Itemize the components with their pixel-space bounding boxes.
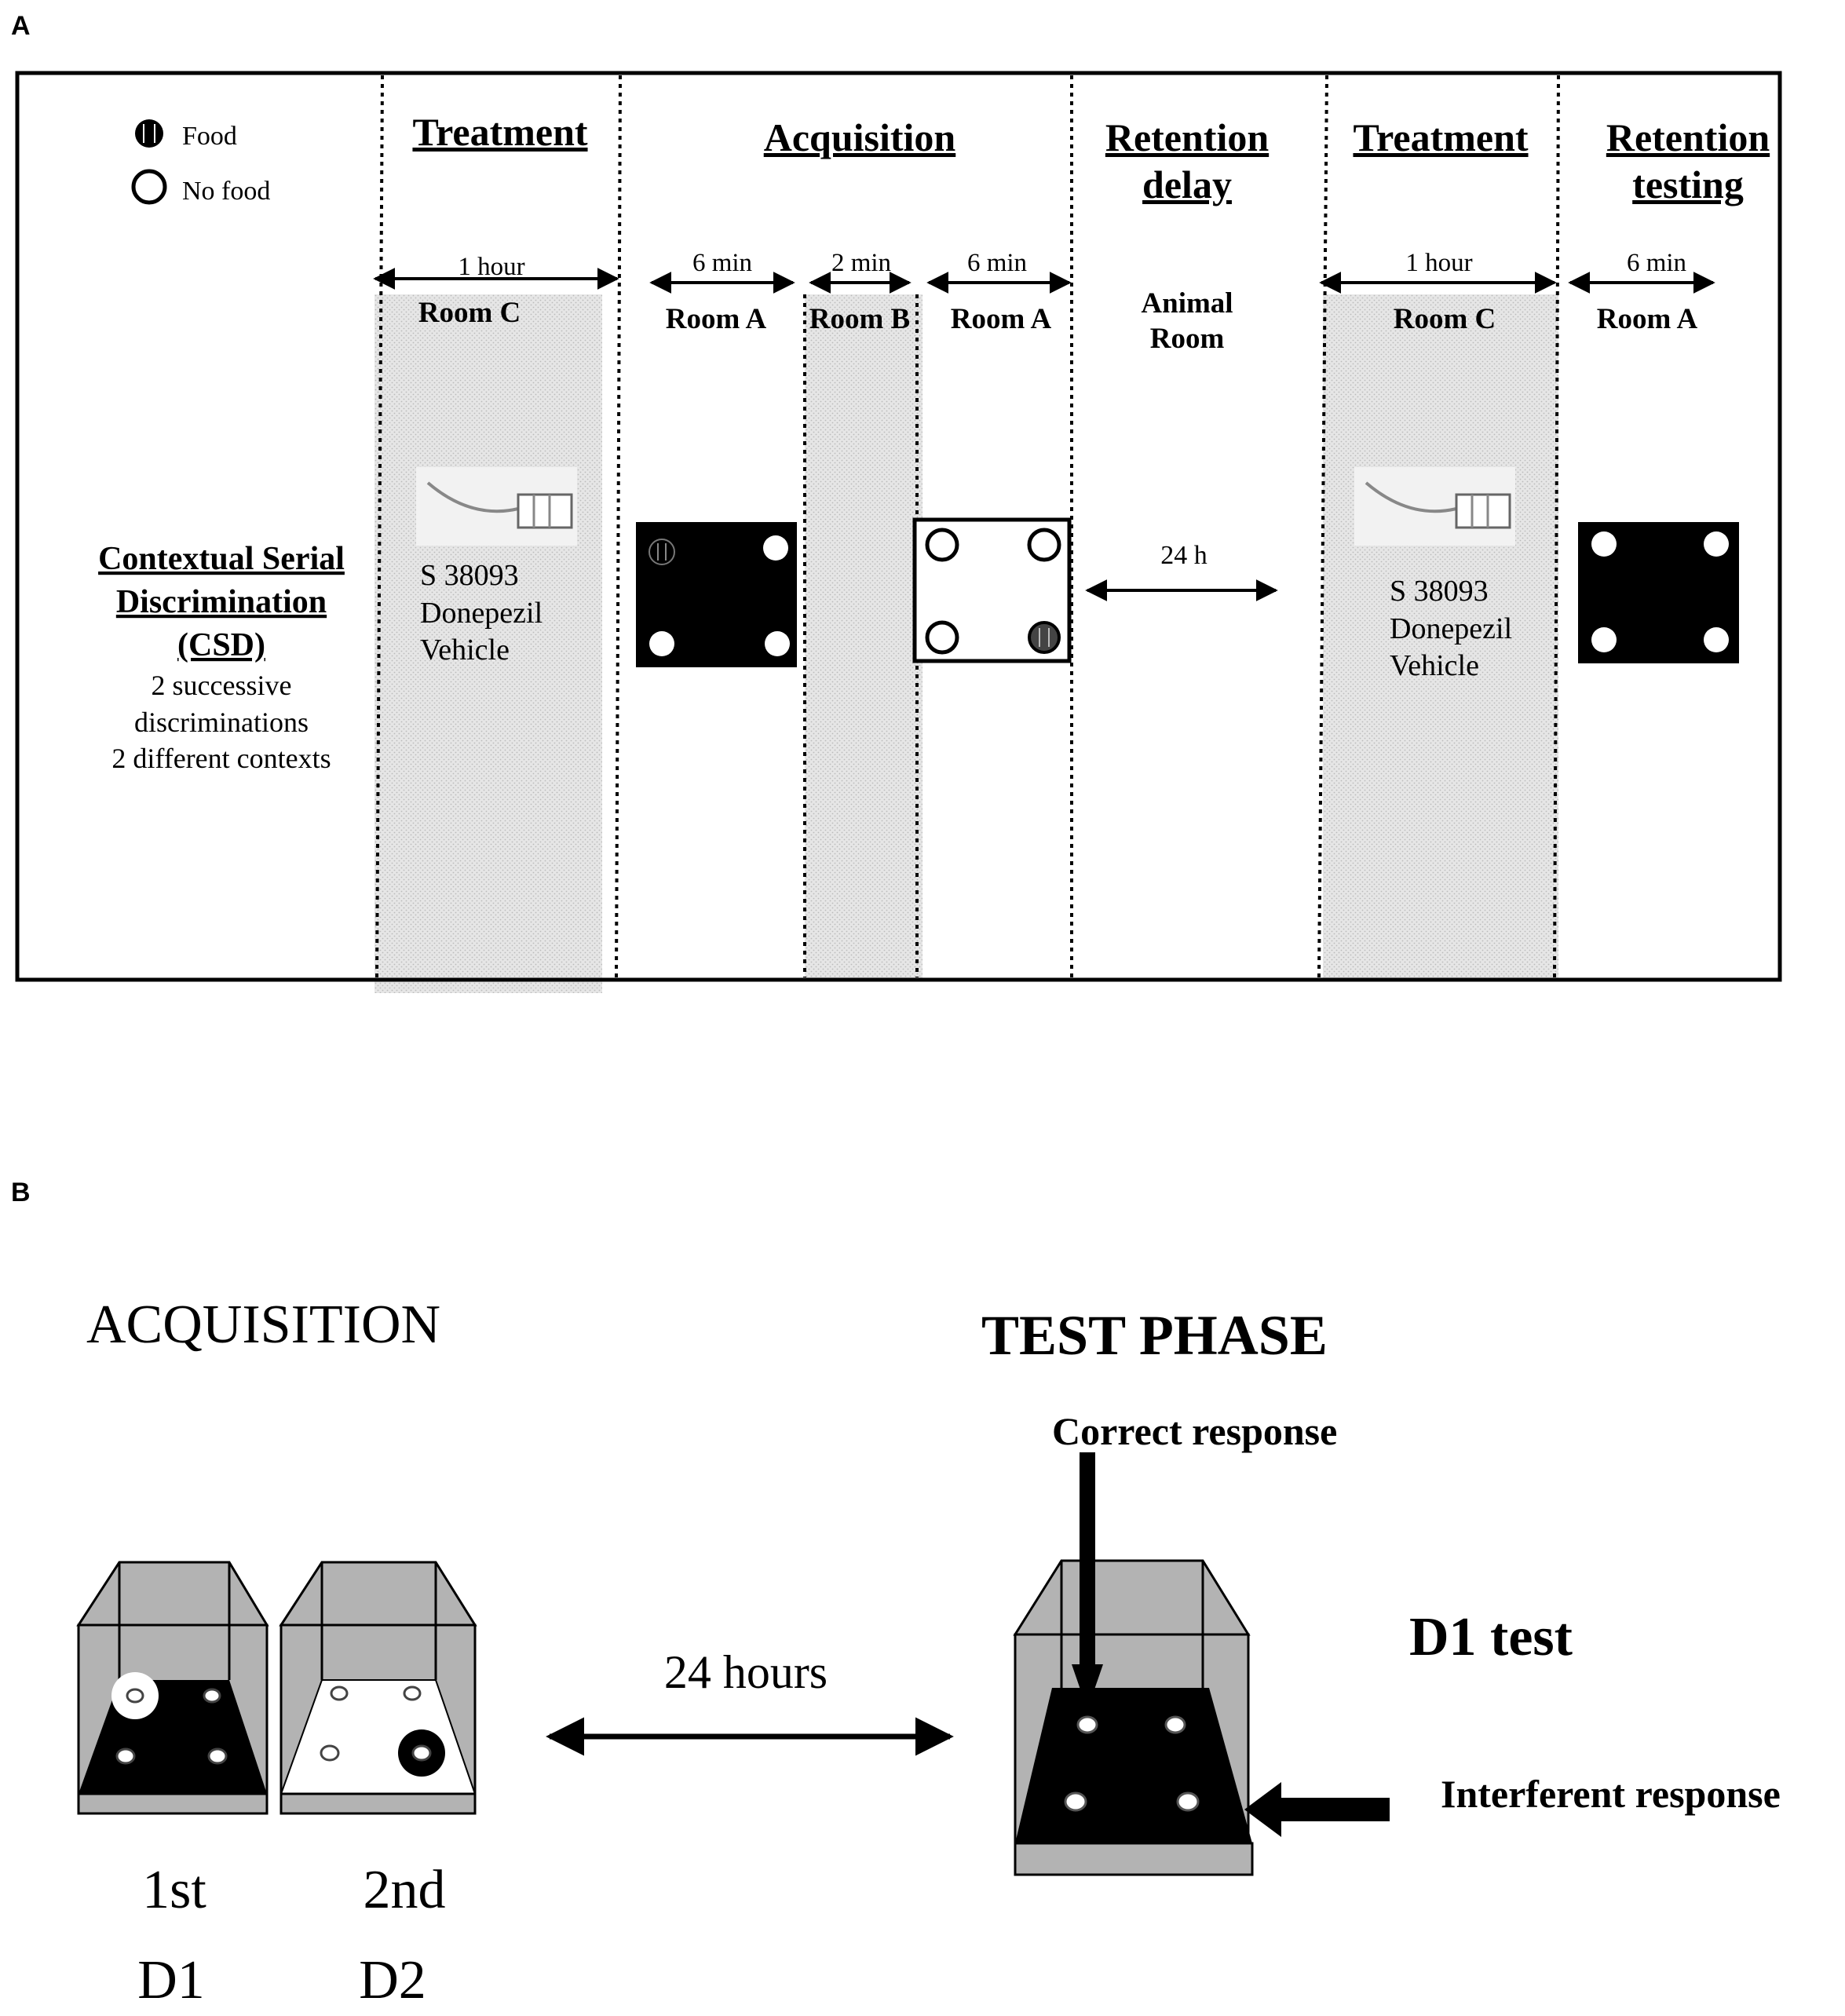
room-test: Room A	[1597, 303, 1698, 335]
retention-test-box	[1578, 522, 1739, 663]
task-title-2: Discrimination	[116, 584, 327, 620]
box2-order: 2nd	[364, 1860, 446, 1920]
test-box	[1013, 1559, 1254, 1876]
shade-treatment-1	[374, 294, 602, 993]
interferent-response-arrow	[1244, 1782, 1390, 1837]
acquisition-title: ACQUISITION	[86, 1295, 440, 1355]
shade-room-b	[805, 294, 922, 980]
panel-a-label: A	[11, 11, 31, 41]
box1-order: 1st	[142, 1860, 206, 1920]
panel-a: A Food No food Treatment	[11, 11, 1782, 993]
legend-no-food-label: No food	[182, 177, 270, 206]
box1-name: D1	[137, 1950, 205, 2011]
duration-test: 6 min	[1627, 249, 1686, 277]
duration-acq-b: 2 min	[831, 249, 891, 277]
shade-treatment-2	[1323, 294, 1558, 980]
duration-acq-a2: 6 min	[967, 249, 1027, 277]
food-hole-icon	[1028, 621, 1061, 654]
task-title-1: Contextual Serial	[98, 541, 345, 577]
hole-icon	[203, 1688, 221, 1704]
hole-icon	[925, 528, 959, 562]
legend: Food No food	[131, 119, 270, 206]
drug-2-0: S 38093	[1390, 575, 1489, 608]
room-t1: Room C	[418, 297, 521, 329]
hole-icon	[765, 631, 790, 656]
legend-food-label: Food	[182, 122, 237, 151]
header-treatment-1: Treatment	[412, 110, 587, 154]
test-phase-title: TEST PHASE	[981, 1304, 1328, 1367]
hole-icon	[115, 1748, 136, 1765]
duration-acq-a1: 6 min	[692, 249, 752, 277]
delay-label: 24 h	[1160, 541, 1207, 570]
task-desc-1: 2 successive	[152, 670, 292, 701]
header-retention-testing-1: Retention	[1606, 115, 1770, 159]
task-desc-2: discriminations	[134, 707, 309, 738]
acquisition-box-white	[912, 517, 1072, 663]
correct-response-label: Correct response	[1052, 1409, 1337, 1453]
drug-1-0: S 38093	[420, 559, 519, 592]
hole-icon	[320, 1744, 340, 1762]
room-acq-b: Room B	[809, 303, 910, 335]
duration-t1: 1 hour	[458, 253, 524, 281]
room-acq-a1: Room A	[666, 303, 767, 335]
panel-b-label: B	[11, 1178, 31, 1207]
duration-arrows	[373, 268, 1715, 294]
hole-icon	[1704, 627, 1729, 652]
delay-24h-label: 24 hours	[664, 1646, 828, 1698]
hole-icon	[925, 620, 959, 655]
hole-icon	[1164, 1715, 1186, 1734]
hole-icon	[1591, 531, 1617, 557]
room-animal-1: Animal	[1141, 287, 1233, 320]
room-acq-a2: Room A	[951, 303, 1052, 335]
header-retention-delay-2: delay	[1142, 163, 1232, 206]
drug-1-1: Donepezil	[420, 597, 543, 630]
box-d1	[76, 1561, 269, 1815]
box-d2	[279, 1561, 477, 1815]
hole-icon	[1591, 627, 1617, 652]
hole-icon	[1176, 1791, 1200, 1812]
header-retention-delay-1: Retention	[1105, 115, 1269, 159]
task-title-3: (CSD)	[177, 627, 265, 663]
column-dividers	[375, 75, 1560, 978]
hole-icon	[330, 1685, 349, 1701]
hole-icon	[207, 1748, 228, 1765]
food-icon	[135, 119, 163, 148]
no-food-icon	[131, 169, 167, 205]
panel-a-frame	[15, 71, 1782, 982]
syringe-icon-2	[1354, 467, 1515, 546]
box2-name: D2	[359, 1950, 426, 2011]
hole-icon	[1704, 531, 1729, 557]
drug-1-2: Vehicle	[420, 634, 510, 667]
interferent-response-label: Interferent response	[1441, 1772, 1781, 1816]
header-treatment-2: Treatment	[1353, 115, 1528, 159]
drug-2-1: Donepezil	[1390, 612, 1512, 645]
d1-test-label: D1 test	[1409, 1607, 1573, 1667]
correct-response-arrow	[1072, 1452, 1103, 1710]
acquisition-box-black	[636, 522, 797, 667]
hole-icon	[649, 631, 674, 656]
task-desc-3: 2 different contexts	[111, 743, 331, 774]
hole-icon	[1064, 1791, 1087, 1812]
room-animal-2: Room	[1150, 323, 1225, 355]
header-acquisition: Acquisition	[764, 115, 956, 159]
syringe-icon-1	[416, 467, 577, 546]
drug-2-2: Vehicle	[1390, 649, 1479, 682]
hole-icon	[1076, 1715, 1098, 1734]
header-retention-testing-2: testing	[1632, 163, 1744, 206]
hole-icon	[763, 535, 788, 561]
panel-b: B ACQUISITION TEST PHASE	[11, 1178, 1781, 2011]
duration-t2: 1 hour	[1405, 249, 1472, 277]
food-hole-icon	[648, 539, 675, 565]
hole-icon	[403, 1685, 422, 1701]
hole-icon	[1027, 528, 1061, 562]
room-t2: Room C	[1394, 303, 1496, 335]
